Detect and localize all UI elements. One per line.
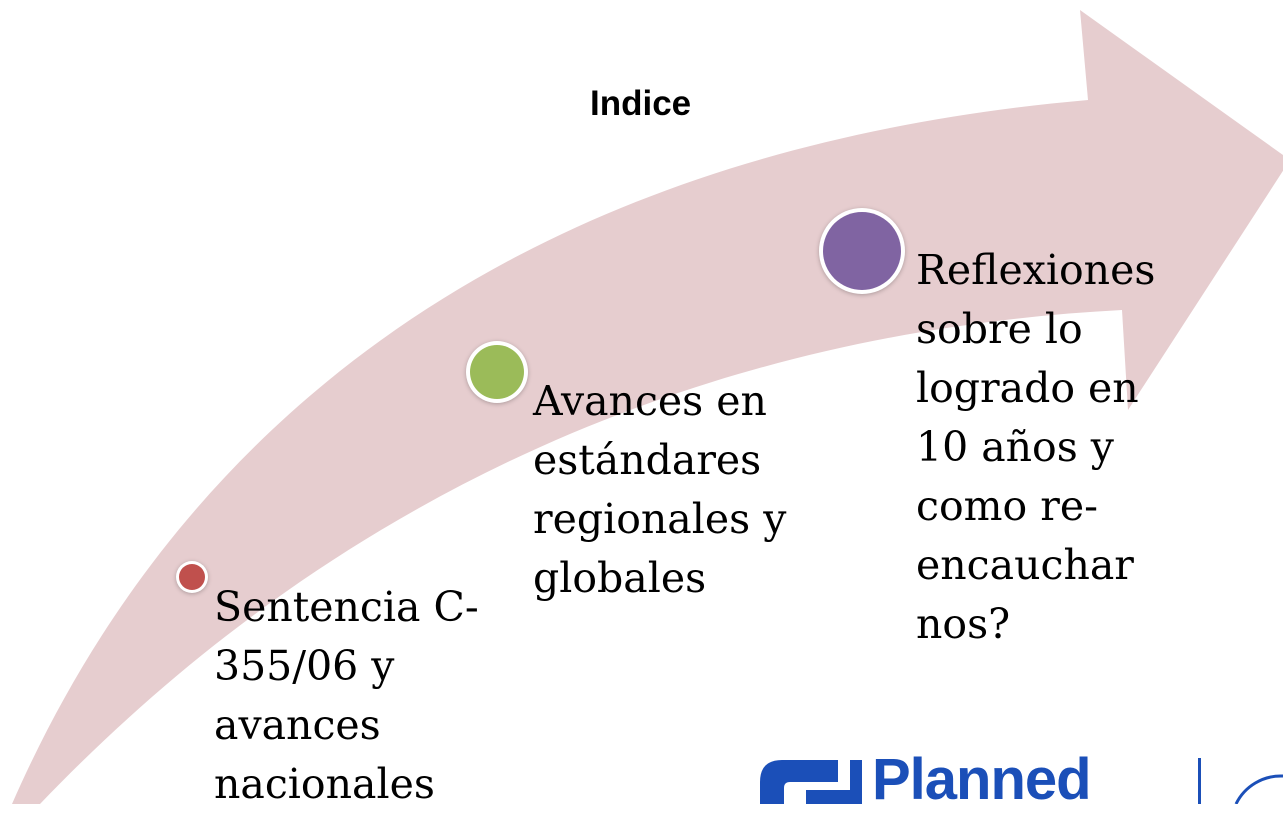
logo-text: Planned <box>872 747 1092 812</box>
logo-divider <box>1198 758 1201 804</box>
step-3-label: Reflexiones sobre lo logrado en 10 años … <box>916 246 1156 648</box>
step-1-label: Sentencia C-355/06 y avances nacionales <box>214 583 479 808</box>
step-2-label: Avances en estándares regionales y globa… <box>533 377 787 602</box>
step-marker-2 <box>466 341 528 403</box>
step-marker-1 <box>176 561 208 593</box>
step-marker-3 <box>819 208 905 294</box>
curved-arrow <box>12 10 1283 804</box>
logo-seal-icon <box>1234 774 1283 804</box>
diagram-title: Indice <box>590 84 692 123</box>
planned-parenthood-logo-mark <box>760 760 862 804</box>
